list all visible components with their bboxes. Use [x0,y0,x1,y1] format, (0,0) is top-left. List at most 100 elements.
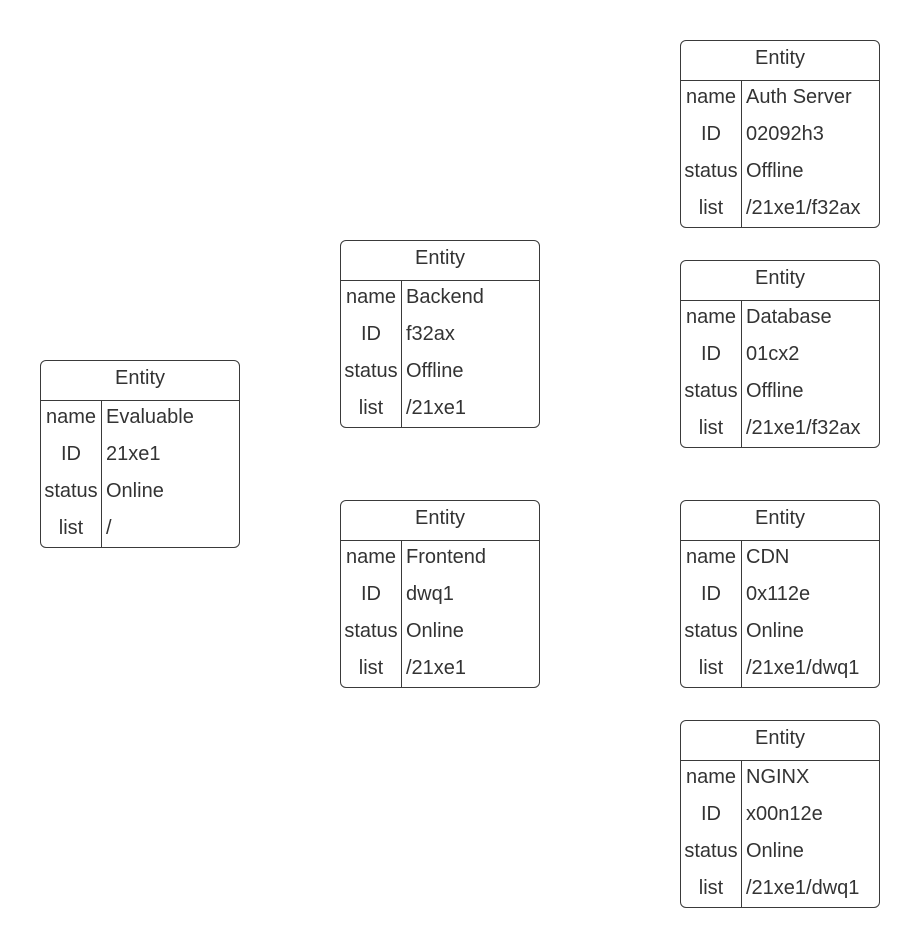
field-row-status: status Online [681,619,879,656]
column-divider [741,761,742,907]
field-value-list: /21xe1 [406,657,467,679]
field-row-list: list /21xe1/dwq1 [681,656,879,687]
field-row-list: list /21xe1 [341,396,539,427]
field-key: name [685,86,737,108]
field-value-id: 21xe1 [106,443,161,465]
field-value-name: Backend [406,286,484,308]
entity-header: Entity [681,721,879,761]
entity-evaluable[interactable]: Entity name Evaluable ID 21xe1 status On… [40,360,240,548]
field-row-id: ID dwq1 [341,582,539,619]
entity-header: Entity [681,261,879,301]
field-row-id: ID 21xe1 [41,442,239,479]
column-divider [741,81,742,227]
column-divider [101,401,102,547]
field-row-name: name Evaluable [41,405,239,442]
field-row-list: list /21xe1 [341,656,539,687]
field-key: name [345,286,397,308]
column-divider [741,541,742,687]
field-value-id: dwq1 [406,583,454,605]
field-row-status: status Online [41,479,239,516]
entity-database[interactable]: Entity name Database ID 01cx2 status Off… [680,260,880,448]
field-value-id: f32ax [406,323,455,345]
field-row-id: ID 0x112e [681,582,879,619]
field-row-name: name NGINX [681,765,879,802]
field-value-list: / [106,517,112,539]
field-row-name: name Database [681,305,879,342]
field-value-status: Offline [746,380,804,402]
entity-backend[interactable]: Entity name Backend ID f32ax status Offl… [340,240,540,428]
field-value-status: Offline [746,160,804,182]
field-row-status: status Online [341,619,539,656]
field-value-name: Frontend [406,546,487,568]
field-key: list [698,877,724,899]
field-row-id: ID 02092h3 [681,122,879,159]
field-key: status [684,620,738,642]
field-value-name: NGINX [746,766,810,788]
field-key: status [684,380,738,402]
field-row-id: ID 01cx2 [681,342,879,379]
field-key: ID [361,323,381,345]
field-key: ID [61,443,81,465]
field-key: ID [701,803,721,825]
field-key: name [45,406,97,428]
field-row-name: name Frontend [341,545,539,582]
entity-header: Entity [341,501,539,541]
field-value-status: Offline [406,360,464,382]
field-key: name [685,306,737,328]
field-key: ID [701,343,721,365]
entity-auth-server[interactable]: Entity name Auth Server ID 02092h3 statu… [680,40,880,228]
entity-header: Entity [681,501,879,541]
field-value-status: Online [746,620,804,642]
field-key: list [58,517,84,539]
field-row-name: name Auth Server [681,85,879,122]
entity-body: name Evaluable ID 21xe1 status Online li… [41,401,239,547]
field-value-list: /21xe1 [406,397,467,419]
field-value-name: Evaluable [106,406,194,428]
field-key: list [698,657,724,679]
field-row-list: list /21xe1/f32ax [681,196,879,227]
field-row-name: name CDN [681,545,879,582]
entity-nginx[interactable]: Entity name NGINX ID x00n12e status Onli… [680,720,880,908]
field-value-list: /21xe1/dwq1 [746,657,860,679]
field-key: status [684,160,738,182]
field-row-status: status Online [681,839,879,876]
field-value-status: Online [406,620,464,642]
entity-body: name Frontend ID dwq1 status Online list… [341,541,539,687]
field-value-name: CDN [746,546,790,568]
entity-header: Entity [341,241,539,281]
field-key: ID [701,123,721,145]
field-row-list: list / [41,516,239,547]
field-value-list: /21xe1/f32ax [746,417,861,439]
field-key: status [684,840,738,862]
field-key: list [698,417,724,439]
column-divider [401,541,402,687]
column-divider [401,281,402,427]
field-value-name: Database [746,306,832,328]
field-row-name: name Backend [341,285,539,322]
field-key: name [685,546,737,568]
entity-frontend[interactable]: Entity name Frontend ID dwq1 status Onli… [340,500,540,688]
field-key: ID [361,583,381,605]
entity-body: name NGINX ID x00n12e status Online list… [681,761,879,907]
field-key: list [358,397,384,419]
column-divider [741,301,742,447]
field-row-id: ID f32ax [341,322,539,359]
field-row-id: ID x00n12e [681,802,879,839]
field-row-status: status Offline [341,359,539,396]
entity-body: name Auth Server ID 02092h3 status Offli… [681,81,879,227]
field-key: list [698,197,724,219]
field-value-id: 01cx2 [746,343,800,365]
field-row-status: status Offline [681,379,879,416]
field-value-list: /21xe1/f32ax [746,197,861,219]
field-row-status: status Offline [681,159,879,196]
field-key: ID [701,583,721,605]
entity-header: Entity [41,361,239,401]
field-key: status [44,480,98,502]
field-value-status: Online [106,480,164,502]
field-value-id: x00n12e [746,803,823,825]
entity-body: name Backend ID f32ax status Offline lis… [341,281,539,427]
entity-header: Entity [681,41,879,81]
entity-cdn[interactable]: Entity name CDN ID 0x112e status Online … [680,500,880,688]
field-row-list: list /21xe1/dwq1 [681,876,879,907]
field-value-id: 0x112e [746,583,811,605]
